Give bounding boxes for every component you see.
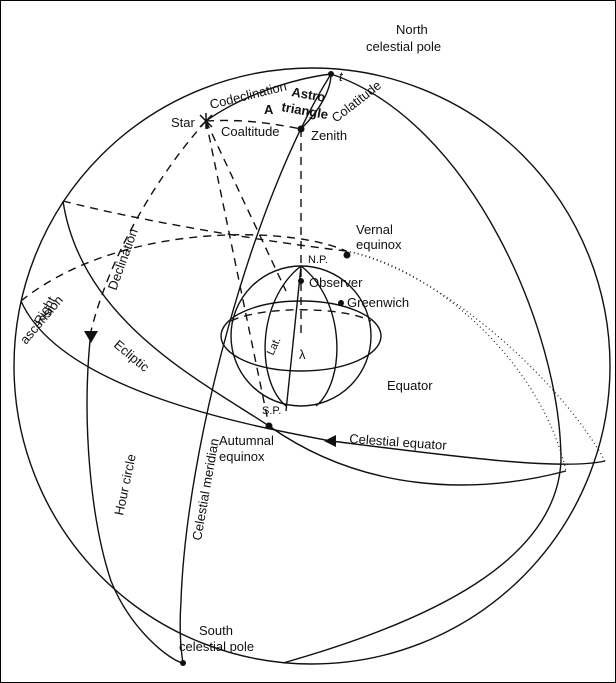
vernal-label-2: equinox <box>356 237 402 252</box>
celestial-equator-label: Celestial equator <box>349 431 448 453</box>
lambda-label: λ <box>299 347 306 362</box>
equator-arrow <box>324 435 336 447</box>
celestial-meridian <box>179 73 332 664</box>
south-pole-point <box>180 660 186 666</box>
earth-equator-front <box>220 300 382 372</box>
observer-point <box>298 278 304 284</box>
celestial-meridian-label: Celestial meridian <box>189 437 222 541</box>
south-pole-label-1: South <box>199 623 233 638</box>
codeclination-label: Codeclination <box>208 78 288 112</box>
declination-arrow <box>84 331 98 343</box>
vernal-equinox-point <box>343 251 351 259</box>
hour-circle-back <box>90 120 207 332</box>
earth-axis <box>285 265 302 412</box>
north-pole-label-1: North <box>396 22 428 37</box>
earth-meridian-observer <box>264 265 302 407</box>
equator-label: Equator <box>387 378 433 393</box>
sp-label: S.P. <box>262 405 281 417</box>
colatitude-arc <box>300 73 332 130</box>
ecliptic-back <box>62 200 347 252</box>
hour-circle-label: Hour circle <box>111 453 139 517</box>
celestial-equator-front <box>20 300 606 465</box>
earth-equator-back <box>230 309 372 322</box>
declination-label: Declination <box>105 226 141 292</box>
south-pole-label-2: celestial pole <box>179 639 254 654</box>
autumnal-equinox-point <box>265 422 273 430</box>
coaltitude-arc <box>205 119 302 130</box>
celestial-meridian-back <box>282 73 562 664</box>
ecliptic-label: Ecliptic <box>111 337 153 375</box>
star-marker <box>199 113 213 129</box>
lat-label: Lat. <box>265 336 284 358</box>
hour-circle-front <box>86 330 184 664</box>
angle-t-label: t <box>339 69 344 84</box>
observer-label: Observer <box>309 275 363 290</box>
np-label: N.P. <box>308 254 328 266</box>
celestial-equator-back <box>20 234 347 302</box>
ecliptic-back-dotted <box>345 250 567 472</box>
celestial-sphere-outline <box>13 67 611 665</box>
greenwich-point <box>338 300 344 306</box>
astro-label: Astro <box>290 84 326 105</box>
star-to-autumnal-line <box>205 120 270 427</box>
angle-a-label: A <box>264 102 274 117</box>
vernal-label-1: Vernal <box>356 222 393 237</box>
ecliptic-front <box>62 200 567 486</box>
coaltitude-label: Coaltitude <box>221 124 280 139</box>
autumnal-label-2: equinox <box>219 449 265 464</box>
north-pole-label-2: celestial pole <box>366 39 441 54</box>
autumnal-label-1: Autumnal <box>219 433 274 448</box>
zenith-label: Zenith <box>311 128 347 143</box>
codeclination-arc <box>205 73 332 122</box>
star-label: Star <box>171 115 196 130</box>
greenwich-label: Greenwich <box>347 295 409 310</box>
north-pole-point <box>328 71 334 77</box>
star-to-earth-line <box>205 120 287 292</box>
celestial-equator-back-dotted <box>345 250 606 462</box>
earth-meridian-greenwich <box>300 265 338 407</box>
zenith-point <box>297 125 305 133</box>
